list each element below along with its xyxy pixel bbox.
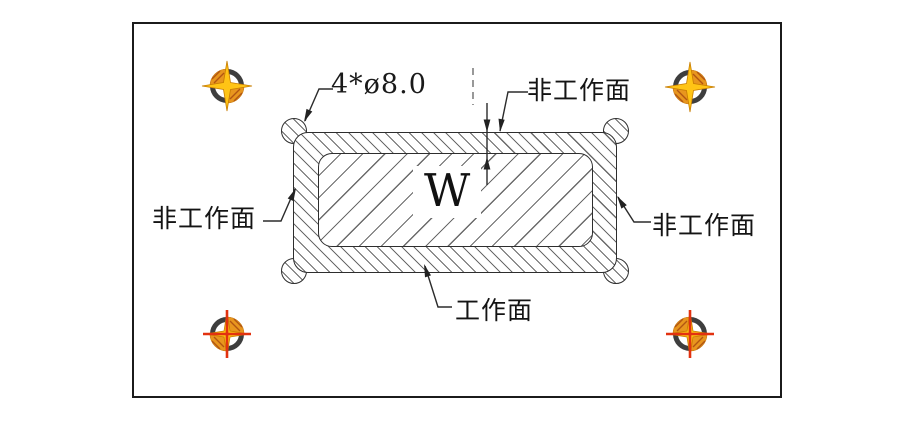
registration-mark-icon <box>664 61 716 113</box>
bottom-face-label: 工作面 <box>455 297 534 325</box>
hole-callout-label: 4*ø8.0 <box>331 69 427 100</box>
registration-mark-icon <box>203 310 251 358</box>
corner-hole <box>603 118 629 144</box>
w-mark-background <box>413 166 481 218</box>
registration-mark-icon <box>666 310 714 358</box>
registration-mark-icon <box>201 60 253 112</box>
material-mark: W <box>424 164 471 217</box>
top-face-label: 非工作面 <box>527 77 632 105</box>
left-face-label: 非工作面 <box>152 205 257 233</box>
right-face-label: 非工作面 <box>652 212 757 240</box>
